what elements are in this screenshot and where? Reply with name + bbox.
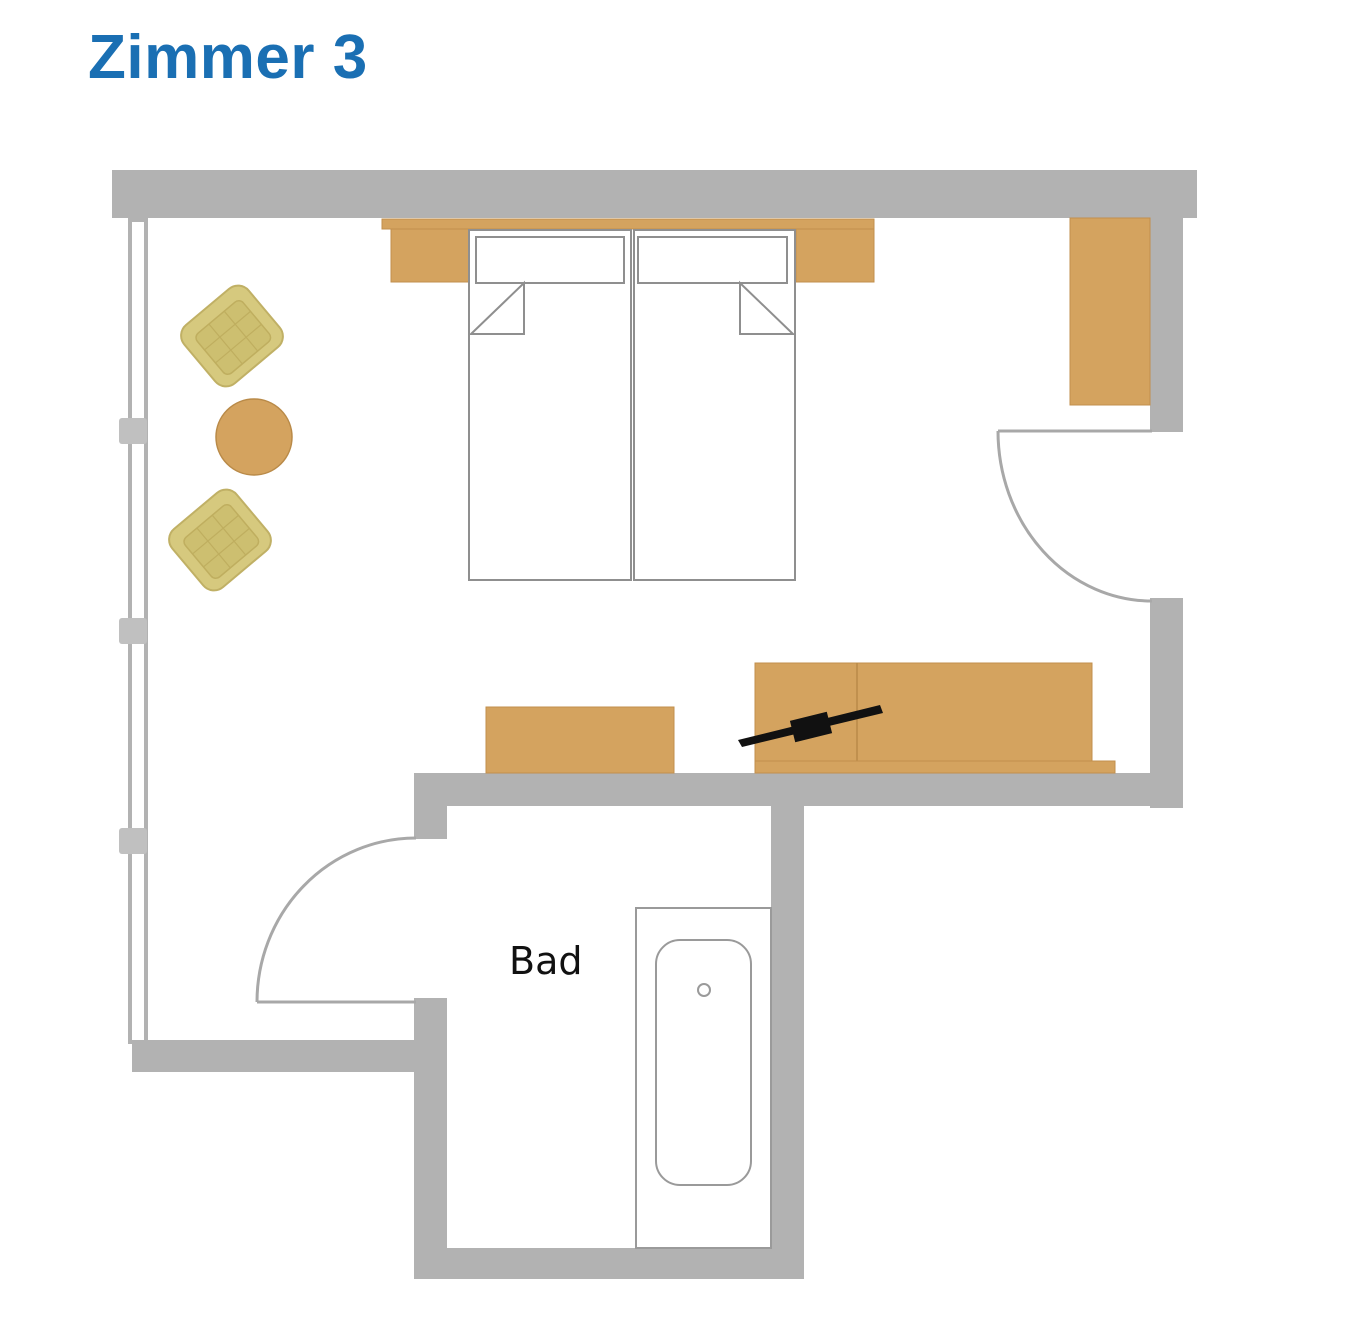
round-table: [215, 398, 293, 476]
sideboard: [754, 662, 1116, 774]
nightstand-right: [795, 228, 875, 283]
drain-icon: [697, 983, 711, 997]
walls: [112, 170, 1197, 1279]
window-post: [119, 828, 147, 854]
armchair-bottom: [168, 488, 272, 592]
wardrobe: [1069, 217, 1151, 406]
window-post: [119, 618, 147, 644]
wall-top: [112, 170, 1197, 218]
double-bed: [468, 229, 796, 581]
wall-bottom-left: [132, 1040, 447, 1072]
pillow-left: [475, 236, 625, 284]
wall-bath-stub-top: [414, 773, 447, 839]
wall-bath-bottom: [414, 1248, 804, 1279]
tv: [738, 705, 883, 747]
window-wall: [119, 218, 148, 1044]
pillow-right: [637, 236, 788, 284]
room-label-bathroom: Bad: [509, 939, 582, 983]
page-title: Zimmer 3: [88, 23, 368, 92]
desk: [485, 706, 675, 774]
armchair-top: [180, 284, 284, 388]
window-post: [119, 418, 147, 444]
entry-door: [996, 429, 1153, 603]
headboard-shelf: [381, 218, 875, 230]
bathtub: [635, 907, 772, 1249]
nightstand-left: [390, 228, 472, 283]
bathroom-door: [255, 836, 417, 1004]
wall-bath-right: [771, 773, 804, 1279]
wall-right-upper: [1150, 216, 1183, 432]
